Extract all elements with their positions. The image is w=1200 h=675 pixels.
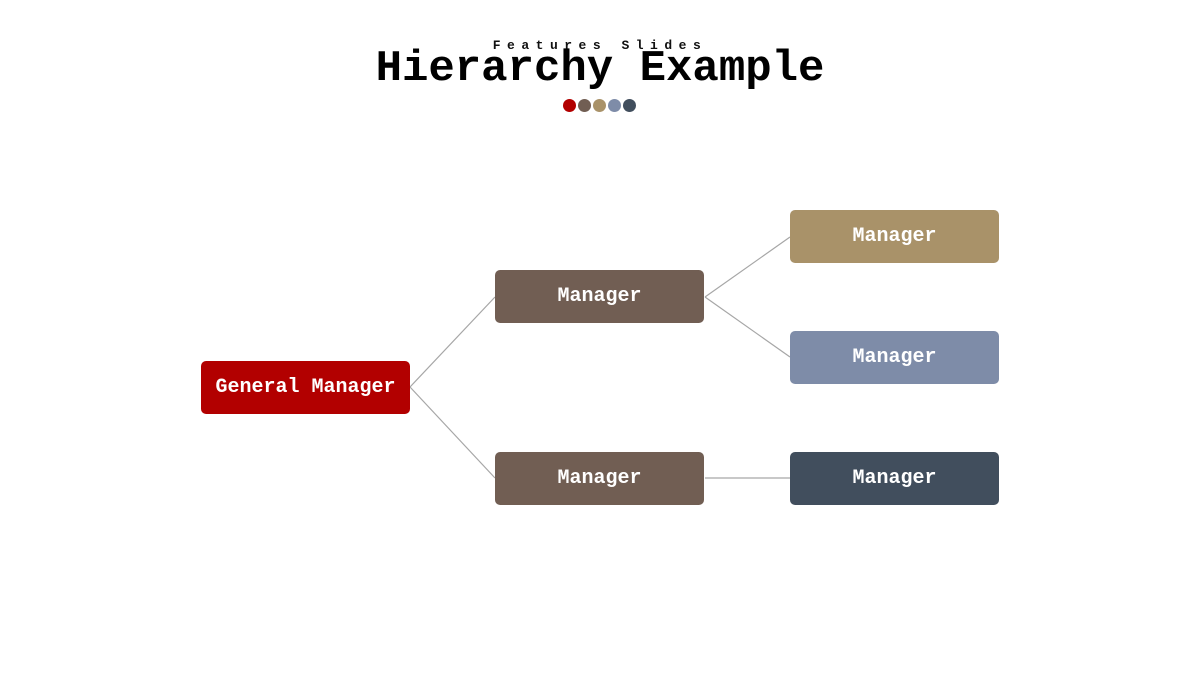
connector-top-manager-to-manager-b <box>704 296 791 358</box>
node-manager-level2-b: Manager <box>790 331 999 384</box>
node-manager-level1-bottom: Manager <box>495 452 704 505</box>
node-label: General Manager <box>215 376 396 399</box>
node-general-manager: General Manager <box>201 361 410 414</box>
node-manager-level2-c: Manager <box>790 452 999 505</box>
connector-top-manager-to-manager-a <box>704 236 791 298</box>
slide-subtitle: Features Slides <box>492 38 708 53</box>
node-label: Manager <box>557 285 642 308</box>
node-manager-level2-a: Manager <box>790 210 999 263</box>
node-manager-level1-top: Manager <box>495 270 704 323</box>
node-label: Manager <box>852 346 937 369</box>
color-dot-slate-blue <box>608 99 621 112</box>
color-dot-dark-slate <box>623 99 636 112</box>
color-dots <box>563 99 636 113</box>
color-dot-red <box>563 99 576 112</box>
connector-root-to-bottom-manager <box>409 386 496 479</box>
color-dot-tan <box>593 99 606 112</box>
node-label: Manager <box>557 467 642 490</box>
node-label: Manager <box>852 467 937 490</box>
color-dot-brown <box>578 99 591 112</box>
connector-root-to-top-manager <box>409 296 496 388</box>
node-label: Manager <box>852 225 937 248</box>
slide-title: Hierarchy Example <box>375 44 825 94</box>
